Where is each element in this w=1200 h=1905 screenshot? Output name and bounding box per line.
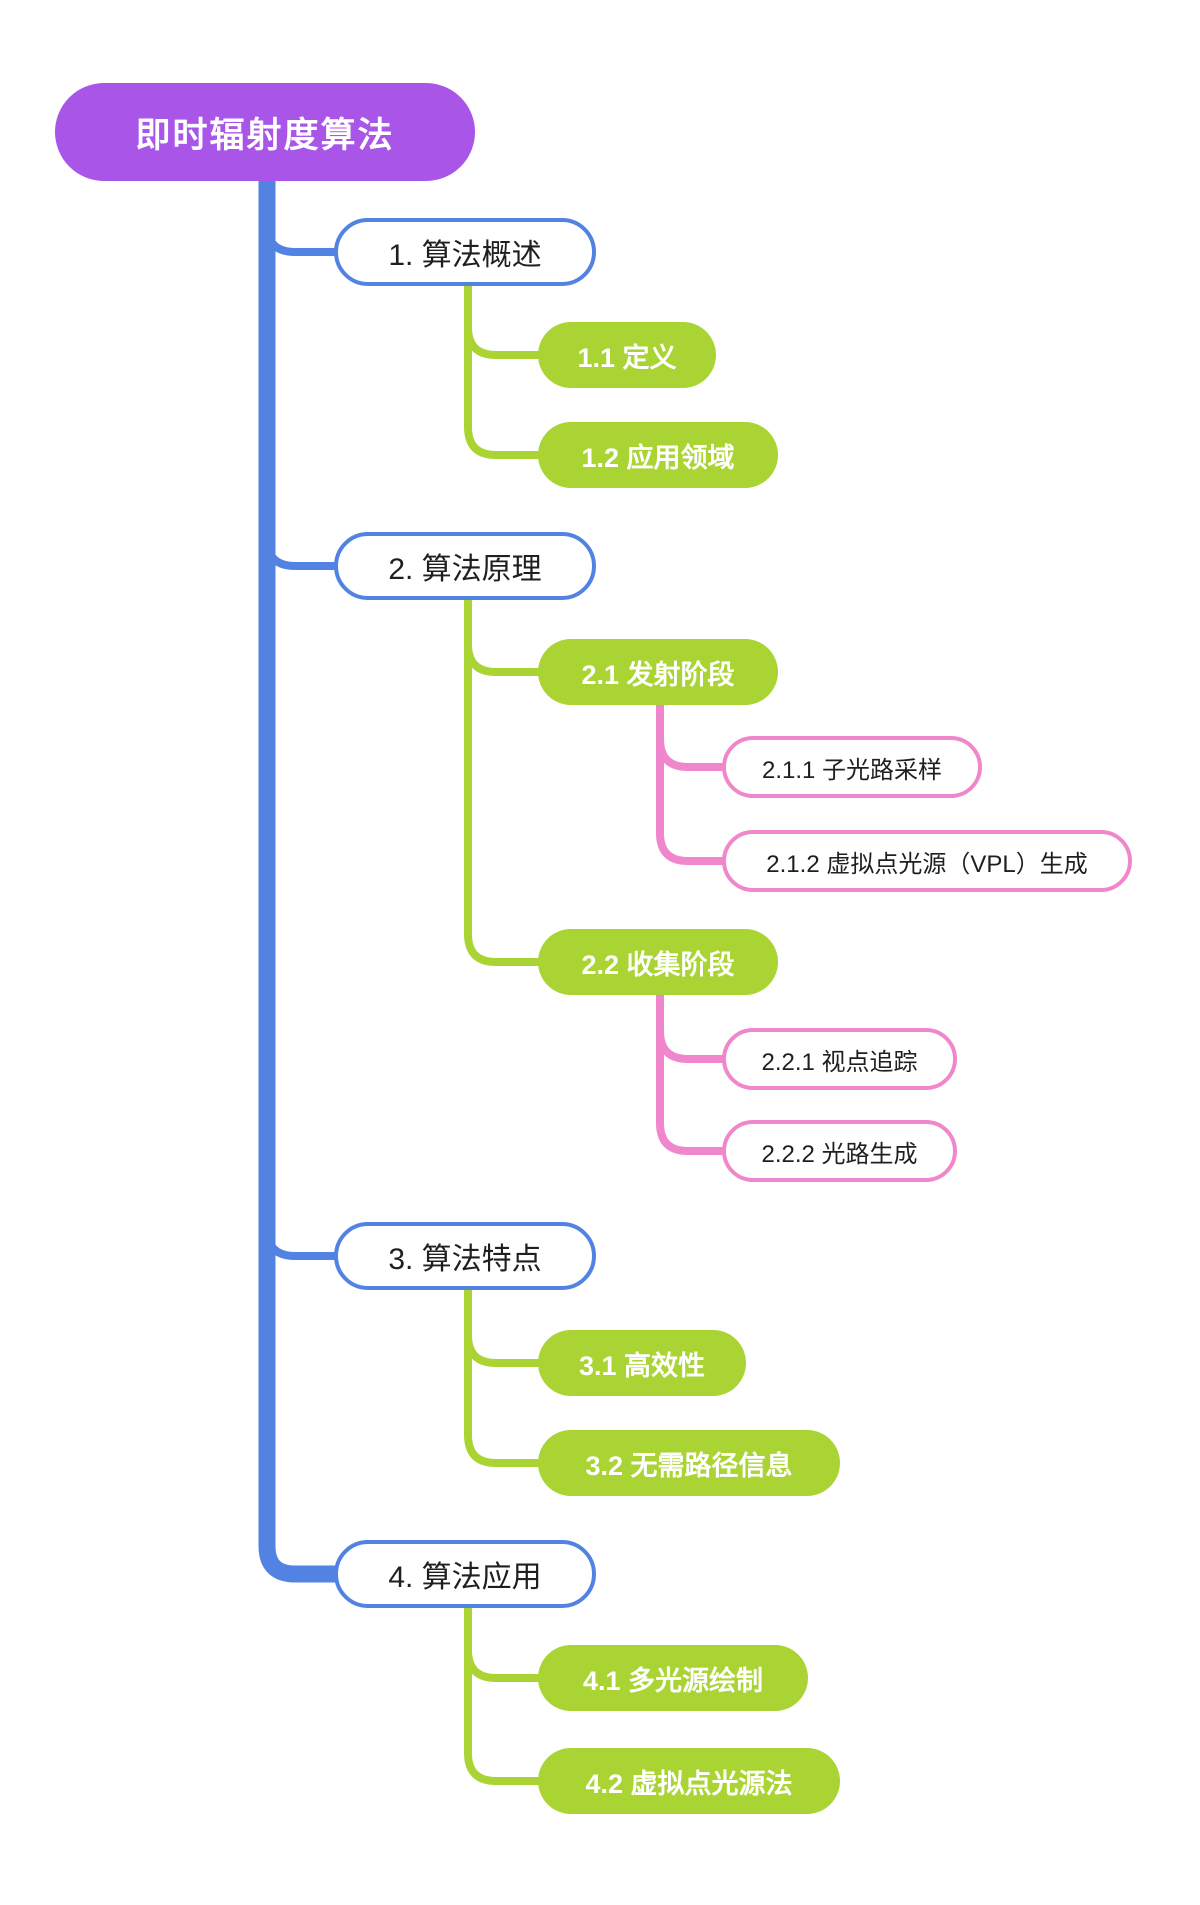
node-label: 2.2.1 视点追踪 [761,1048,918,1076]
node-label: 4.2 虚拟点光源法 [585,1768,793,1799]
connector-root-to-2 [263,534,338,570]
node-label: 即时辐射度算法 [135,115,395,155]
node-label: 3. 算法特点 [388,1243,542,1276]
node-4.2[interactable]: 4.2 虚拟点光源法 [538,1748,840,1814]
connector-2.1-trunk [656,701,726,865]
node-3.1[interactable]: 3.1 高效性 [538,1330,746,1396]
connector-2.2-to-2.2.1 [656,1027,726,1063]
node-2.2[interactable]: 2.2 收集阶段 [538,929,778,995]
node-2.2.1[interactable]: 2.2.1 视点追踪 [722,1028,957,1090]
connector-3-trunk [464,1286,542,1467]
node-label: 1.1 定义 [577,342,677,373]
connector-root-to-1 [263,220,338,256]
node-2.1.1[interactable]: 2.1.1 子光路采样 [722,736,982,798]
node-label: 1.2 应用领域 [581,442,735,473]
connector-2-trunk [464,596,542,966]
node-label: 2. 算法原理 [388,553,542,586]
node-2[interactable]: 2. 算法原理 [334,532,596,600]
connector-3-to-3.1 [464,1331,542,1367]
connector-2-to-2.1 [464,640,542,676]
node-1[interactable]: 1. 算法概述 [334,218,596,286]
node-label: 1. 算法概述 [388,239,542,272]
connector-root-to-3 [263,1224,338,1260]
node-3.2[interactable]: 3.2 无需路径信息 [538,1430,840,1496]
root-node[interactable]: 即时辐射度算法 [55,83,475,181]
connector-root-trunk [258,172,343,1583]
node-label: 3.2 无需路径信息 [585,1450,793,1481]
connector-4-trunk [464,1604,542,1785]
connector-1-to-1.1 [464,323,542,359]
node-4[interactable]: 4. 算法应用 [334,1540,596,1608]
node-label: 3.1 高效性 [578,1350,706,1381]
connector-4-to-4.1 [464,1646,542,1682]
connector-2.2-trunk [656,991,726,1155]
node-label: 4.1 多光源绘制 [582,1665,764,1696]
node-label: 2.1 发射阶段 [581,659,735,690]
node-2.1.2[interactable]: 2.1.2 虚拟点光源（VPL）生成 [722,830,1132,892]
node-1.2[interactable]: 1.2 应用领域 [538,422,778,488]
connector-1-trunk [464,282,542,459]
node-1.1[interactable]: 1.1 定义 [538,322,716,388]
node-label: 2.1.2 虚拟点光源（VPL）生成 [766,850,1088,878]
connector-2.1-to-2.1.1 [656,735,726,771]
node-label: 4. 算法应用 [388,1561,542,1594]
node-2.2.2[interactable]: 2.2.2 光路生成 [722,1120,957,1182]
node-4.1[interactable]: 4.1 多光源绘制 [538,1645,808,1711]
node-label: 2.2.2 光路生成 [761,1140,918,1168]
node-2.1[interactable]: 2.1 发射阶段 [538,639,778,705]
node-label: 2.2 收集阶段 [581,949,735,980]
node-label: 2.1.1 子光路采样 [761,756,943,784]
node-3[interactable]: 3. 算法特点 [334,1222,596,1290]
